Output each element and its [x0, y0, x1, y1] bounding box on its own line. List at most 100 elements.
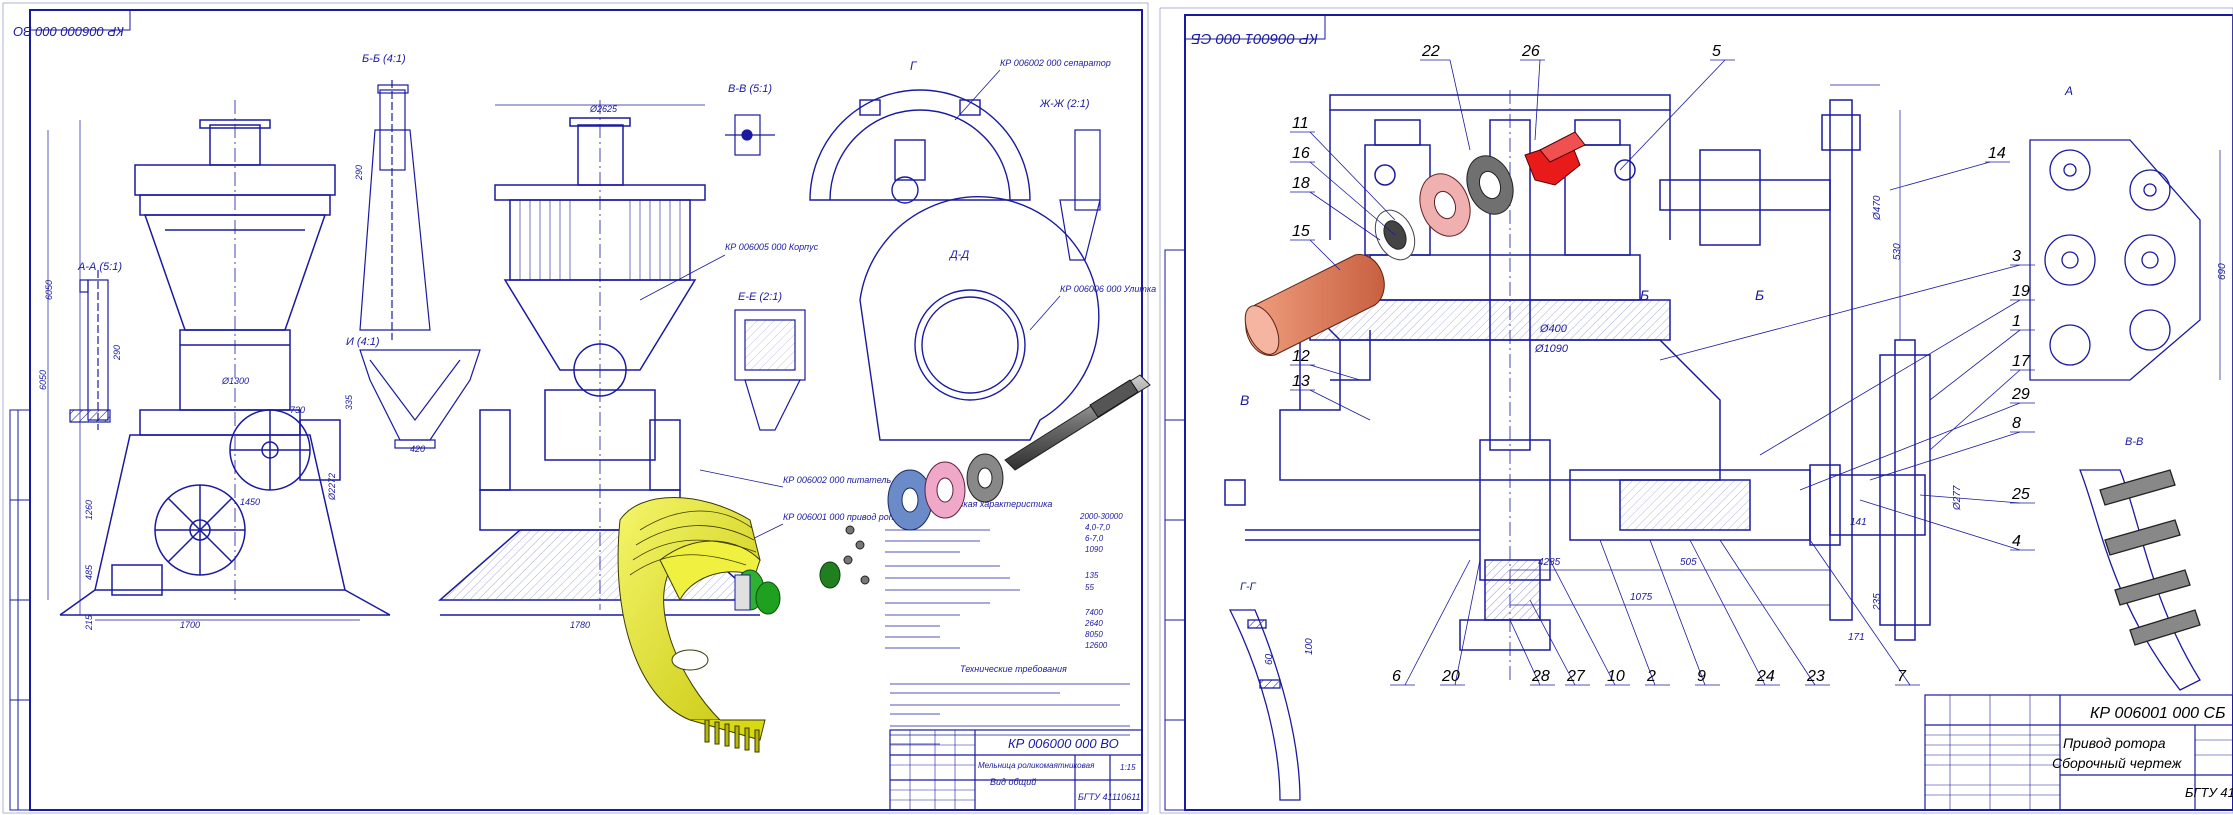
label-section-d-d: Д-Д: [948, 249, 969, 261]
label-detail-i: И (4:1): [346, 336, 380, 348]
svg-text:485: 485: [84, 564, 94, 580]
svg-text:290: 290: [112, 345, 122, 361]
part-number: 17: [2012, 353, 2031, 370]
part-number: 28: [1531, 668, 1550, 685]
label-section-b-b: Б-Б (4:1): [362, 53, 406, 65]
svg-text:2000-30000: 2000-30000: [1079, 512, 1123, 521]
section-v-v-right: [2079, 469, 2201, 691]
svg-text:7400: 7400: [1085, 608, 1103, 617]
rotor-3d-yellow: [617, 497, 766, 753]
right-binding-strip: [1164, 249, 1186, 811]
left-title-scale: 1:15: [1120, 763, 1136, 772]
svg-text:Ø400: Ø400: [1539, 323, 1568, 335]
label-view-g: Г: [910, 59, 918, 73]
svg-text:171: 171: [1848, 632, 1865, 643]
part-number-callouts: 22 26 5 11 16 18 15 12 13 14 3 19 1 17 2…: [1290, 43, 2035, 686]
right-sheet: КР 006001 000 СБ: [1159, 7, 2233, 814]
svg-text:420: 420: [410, 444, 425, 454]
part-number: 27: [1566, 668, 1586, 685]
section-zh-zh: [1059, 129, 1101, 261]
label-section-a-a: А-А (5:1): [77, 261, 122, 273]
svg-text:2640: 2640: [1084, 619, 1103, 628]
svg-text:Ø2272: Ø2272: [327, 473, 337, 501]
left-stamp-top: КР 006000 000 ВО: [13, 24, 124, 39]
left-title-name-line1: Мельница роликомаятниковая: [978, 761, 1095, 770]
part-number: 18: [1292, 175, 1310, 192]
right-dimensions: Ø400 Ø1090 Ø470 530 690 Ø277 4285 505 10…: [1264, 84, 2228, 665]
spec-text-lines: [885, 529, 1020, 649]
view-v-v: [725, 114, 775, 156]
left-title-school: БГТУ 41110611: [1078, 792, 1141, 802]
left-binding-strip: [9, 409, 31, 811]
part-number: 8: [2012, 415, 2021, 432]
part-number: 22: [1421, 43, 1440, 60]
label-section-v-v: В-В (5:1): [728, 83, 772, 95]
callout-rotor-drive: КР 006001 000 привод ротора: [783, 512, 911, 522]
left-title-name-line2: Вид общий: [990, 777, 1036, 787]
right-title-doc-code: КР 006001 000 СБ: [2090, 705, 2226, 722]
rotor-drive-assembly: [1224, 90, 1931, 680]
part-number: 7: [1897, 668, 1907, 685]
svg-text:1090: 1090: [1085, 545, 1103, 554]
section-e-e: [734, 309, 806, 431]
part-number: 12: [1292, 348, 1310, 365]
part-number: 24: [1756, 668, 1775, 685]
svg-text:290: 290: [354, 165, 364, 181]
part-number: 25: [2011, 486, 2030, 503]
svg-text:55: 55: [1085, 583, 1094, 592]
part-number: 4: [2012, 533, 2021, 550]
right-title-name-line1: Привод ротора: [2063, 735, 2166, 751]
svg-text:730: 730: [290, 405, 305, 415]
shaft-3d: [1004, 374, 1151, 471]
label-section-v-v-right: В-В: [2125, 436, 2143, 448]
callout-volute: КР 006006 000 Улитка: [1060, 284, 1156, 294]
left-sheet: КР 006000 000 ВО: [2, 2, 1156, 814]
part-number: 5: [1712, 43, 1721, 60]
svg-text:235: 235: [1872, 593, 1883, 611]
part-number: 10: [1607, 668, 1625, 685]
part-number: 1: [2012, 313, 2021, 330]
label-section-v-left: В: [1240, 392, 1249, 408]
part-number: 2: [1646, 668, 1656, 685]
right-stamp-top: КР 006001 000 СБ: [1191, 30, 1318, 47]
part-number: 9: [1697, 668, 1706, 685]
svg-text:1450: 1450: [240, 497, 260, 507]
svg-text:1075: 1075: [1630, 592, 1653, 603]
svg-text:6050: 6050: [44, 280, 54, 300]
drive-gear-3d: [734, 453, 1004, 615]
svg-text:4,0-7,0: 4,0-7,0: [1085, 523, 1110, 532]
svg-text:141: 141: [1850, 517, 1867, 528]
part-number: 3: [2012, 248, 2021, 265]
part-number: 16: [1292, 145, 1310, 162]
svg-text:1260: 1260: [84, 500, 94, 520]
callout-leaders: [639, 69, 1061, 556]
svg-text:335: 335: [344, 394, 354, 410]
part-number: 13: [1292, 373, 1310, 390]
section-d-d-volute: [859, 196, 1100, 441]
requirements-heading: Технические требования: [960, 664, 1067, 674]
label-section-e-e: Е-Е (2:1): [738, 291, 782, 303]
part-number: 14: [1988, 145, 2006, 162]
detail-i: [359, 349, 481, 449]
section-a-a: [69, 270, 111, 430]
label-section-b-right: Б: [1640, 287, 1649, 303]
svg-text:Ø470: Ø470: [1872, 195, 1883, 221]
svg-text:4285: 4285: [1538, 557, 1561, 568]
mill-side-view: [59, 100, 391, 616]
svg-text:135: 135: [1085, 571, 1099, 580]
svg-text:12600: 12600: [1085, 641, 1108, 650]
left-dimensions: Ø2625 Ø1300 1450 1260 1700 485 215 1780 …: [44, 104, 705, 631]
section-b-b: [359, 80, 431, 340]
right-sheet-border: [1184, 14, 2233, 811]
svg-text:8050: 8050: [1085, 630, 1103, 639]
svg-text:Ø2625: Ø2625: [589, 104, 618, 114]
left-sheet-outer: [2, 2, 1149, 814]
right-title-name-line2: Сборочный чертеж: [2052, 755, 2183, 771]
part-number: 23: [1806, 668, 1825, 685]
label-section-b-right-2: Б: [1755, 287, 1764, 303]
part-number: 11: [1292, 115, 1309, 132]
part-number: 29: [2011, 386, 2030, 403]
left-title-block: [889, 729, 1143, 811]
svg-text:100: 100: [1304, 638, 1315, 655]
